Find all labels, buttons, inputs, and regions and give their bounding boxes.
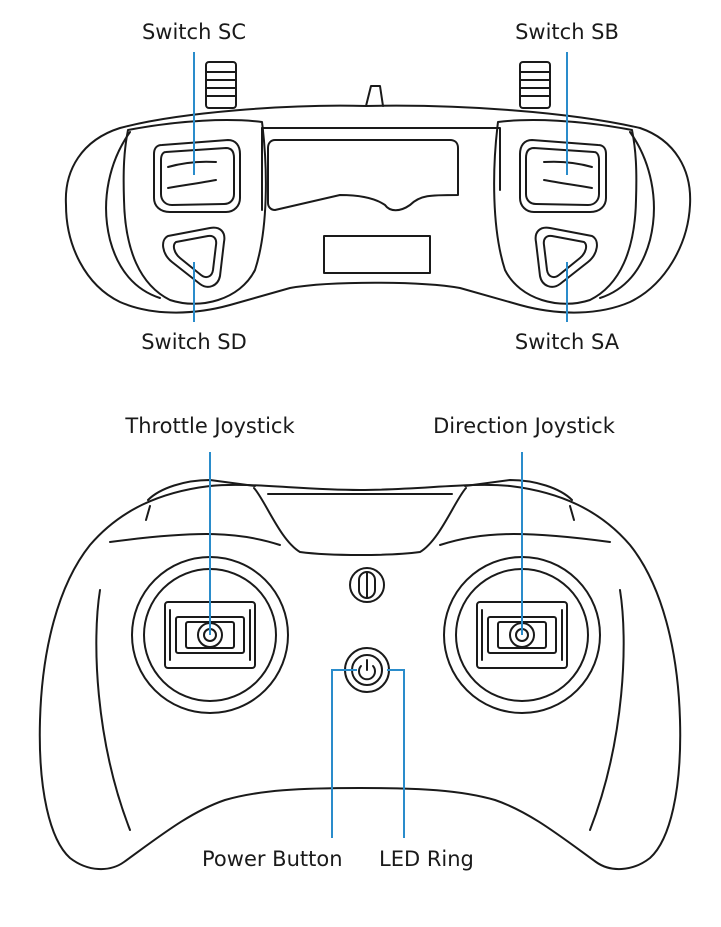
switch-sc-body bbox=[153, 139, 241, 213]
front-body-outline bbox=[38, 483, 682, 870]
label-switch-sd: Switch SD bbox=[141, 330, 247, 354]
top-view-controller bbox=[64, 61, 692, 314]
switch-sb-body bbox=[519, 139, 607, 213]
callout-line-led bbox=[387, 669, 405, 838]
label-power-button: Power Button bbox=[202, 847, 343, 871]
left-grip-panel bbox=[122, 119, 267, 305]
right-shoulder bbox=[464, 479, 573, 501]
scroll-button bbox=[349, 567, 385, 603]
antenna-stub bbox=[365, 85, 384, 107]
right-stick-cap-top bbox=[519, 61, 551, 109]
right-grip-panel bbox=[493, 119, 638, 305]
top-screen-window bbox=[267, 139, 459, 212]
top-port-slot bbox=[323, 235, 431, 274]
top-body-outline bbox=[64, 104, 692, 314]
switch-sa-body bbox=[534, 226, 598, 288]
callout-line-power bbox=[331, 669, 357, 838]
label-direction-joystick: Direction Joystick bbox=[433, 414, 615, 438]
label-throttle-joystick: Throttle Joystick bbox=[125, 414, 295, 438]
left-stick-cap-top bbox=[205, 61, 237, 109]
label-led-ring: LED Ring bbox=[379, 847, 474, 871]
switch-sd-body bbox=[162, 226, 226, 288]
label-switch-sb: Switch SB bbox=[515, 20, 619, 44]
power-icon bbox=[358, 659, 376, 681]
label-switch-sa: Switch SA bbox=[514, 330, 620, 354]
front-view-controller bbox=[38, 479, 682, 870]
label-switch-sc: Switch SC bbox=[141, 20, 247, 44]
